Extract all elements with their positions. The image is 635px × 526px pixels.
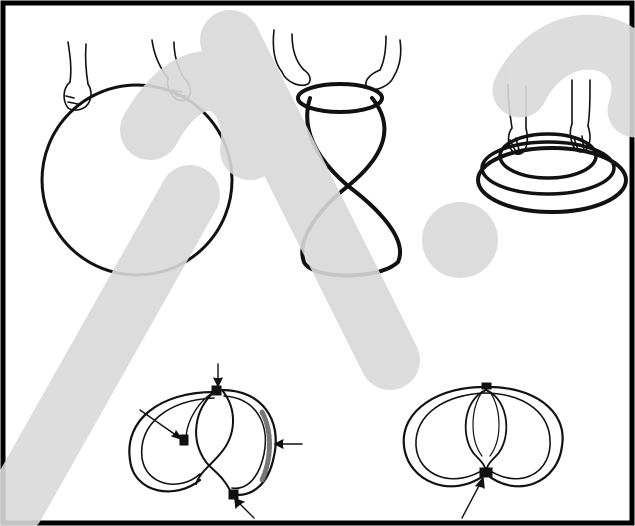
arrow-bottom-icon xyxy=(235,499,254,518)
arrow-top-icon xyxy=(214,364,222,386)
tape-marker-bottom xyxy=(229,490,238,499)
right-hand-icon xyxy=(366,36,401,89)
panel-4-folded-band xyxy=(129,364,302,518)
tape-marker-bottom xyxy=(480,468,492,477)
tape-marker-left xyxy=(180,435,188,445)
arrow-right-icon xyxy=(275,440,302,448)
tape-marker-top xyxy=(212,386,221,395)
panel-5-folded-band xyxy=(404,383,563,518)
tape-marker-top xyxy=(482,383,491,389)
